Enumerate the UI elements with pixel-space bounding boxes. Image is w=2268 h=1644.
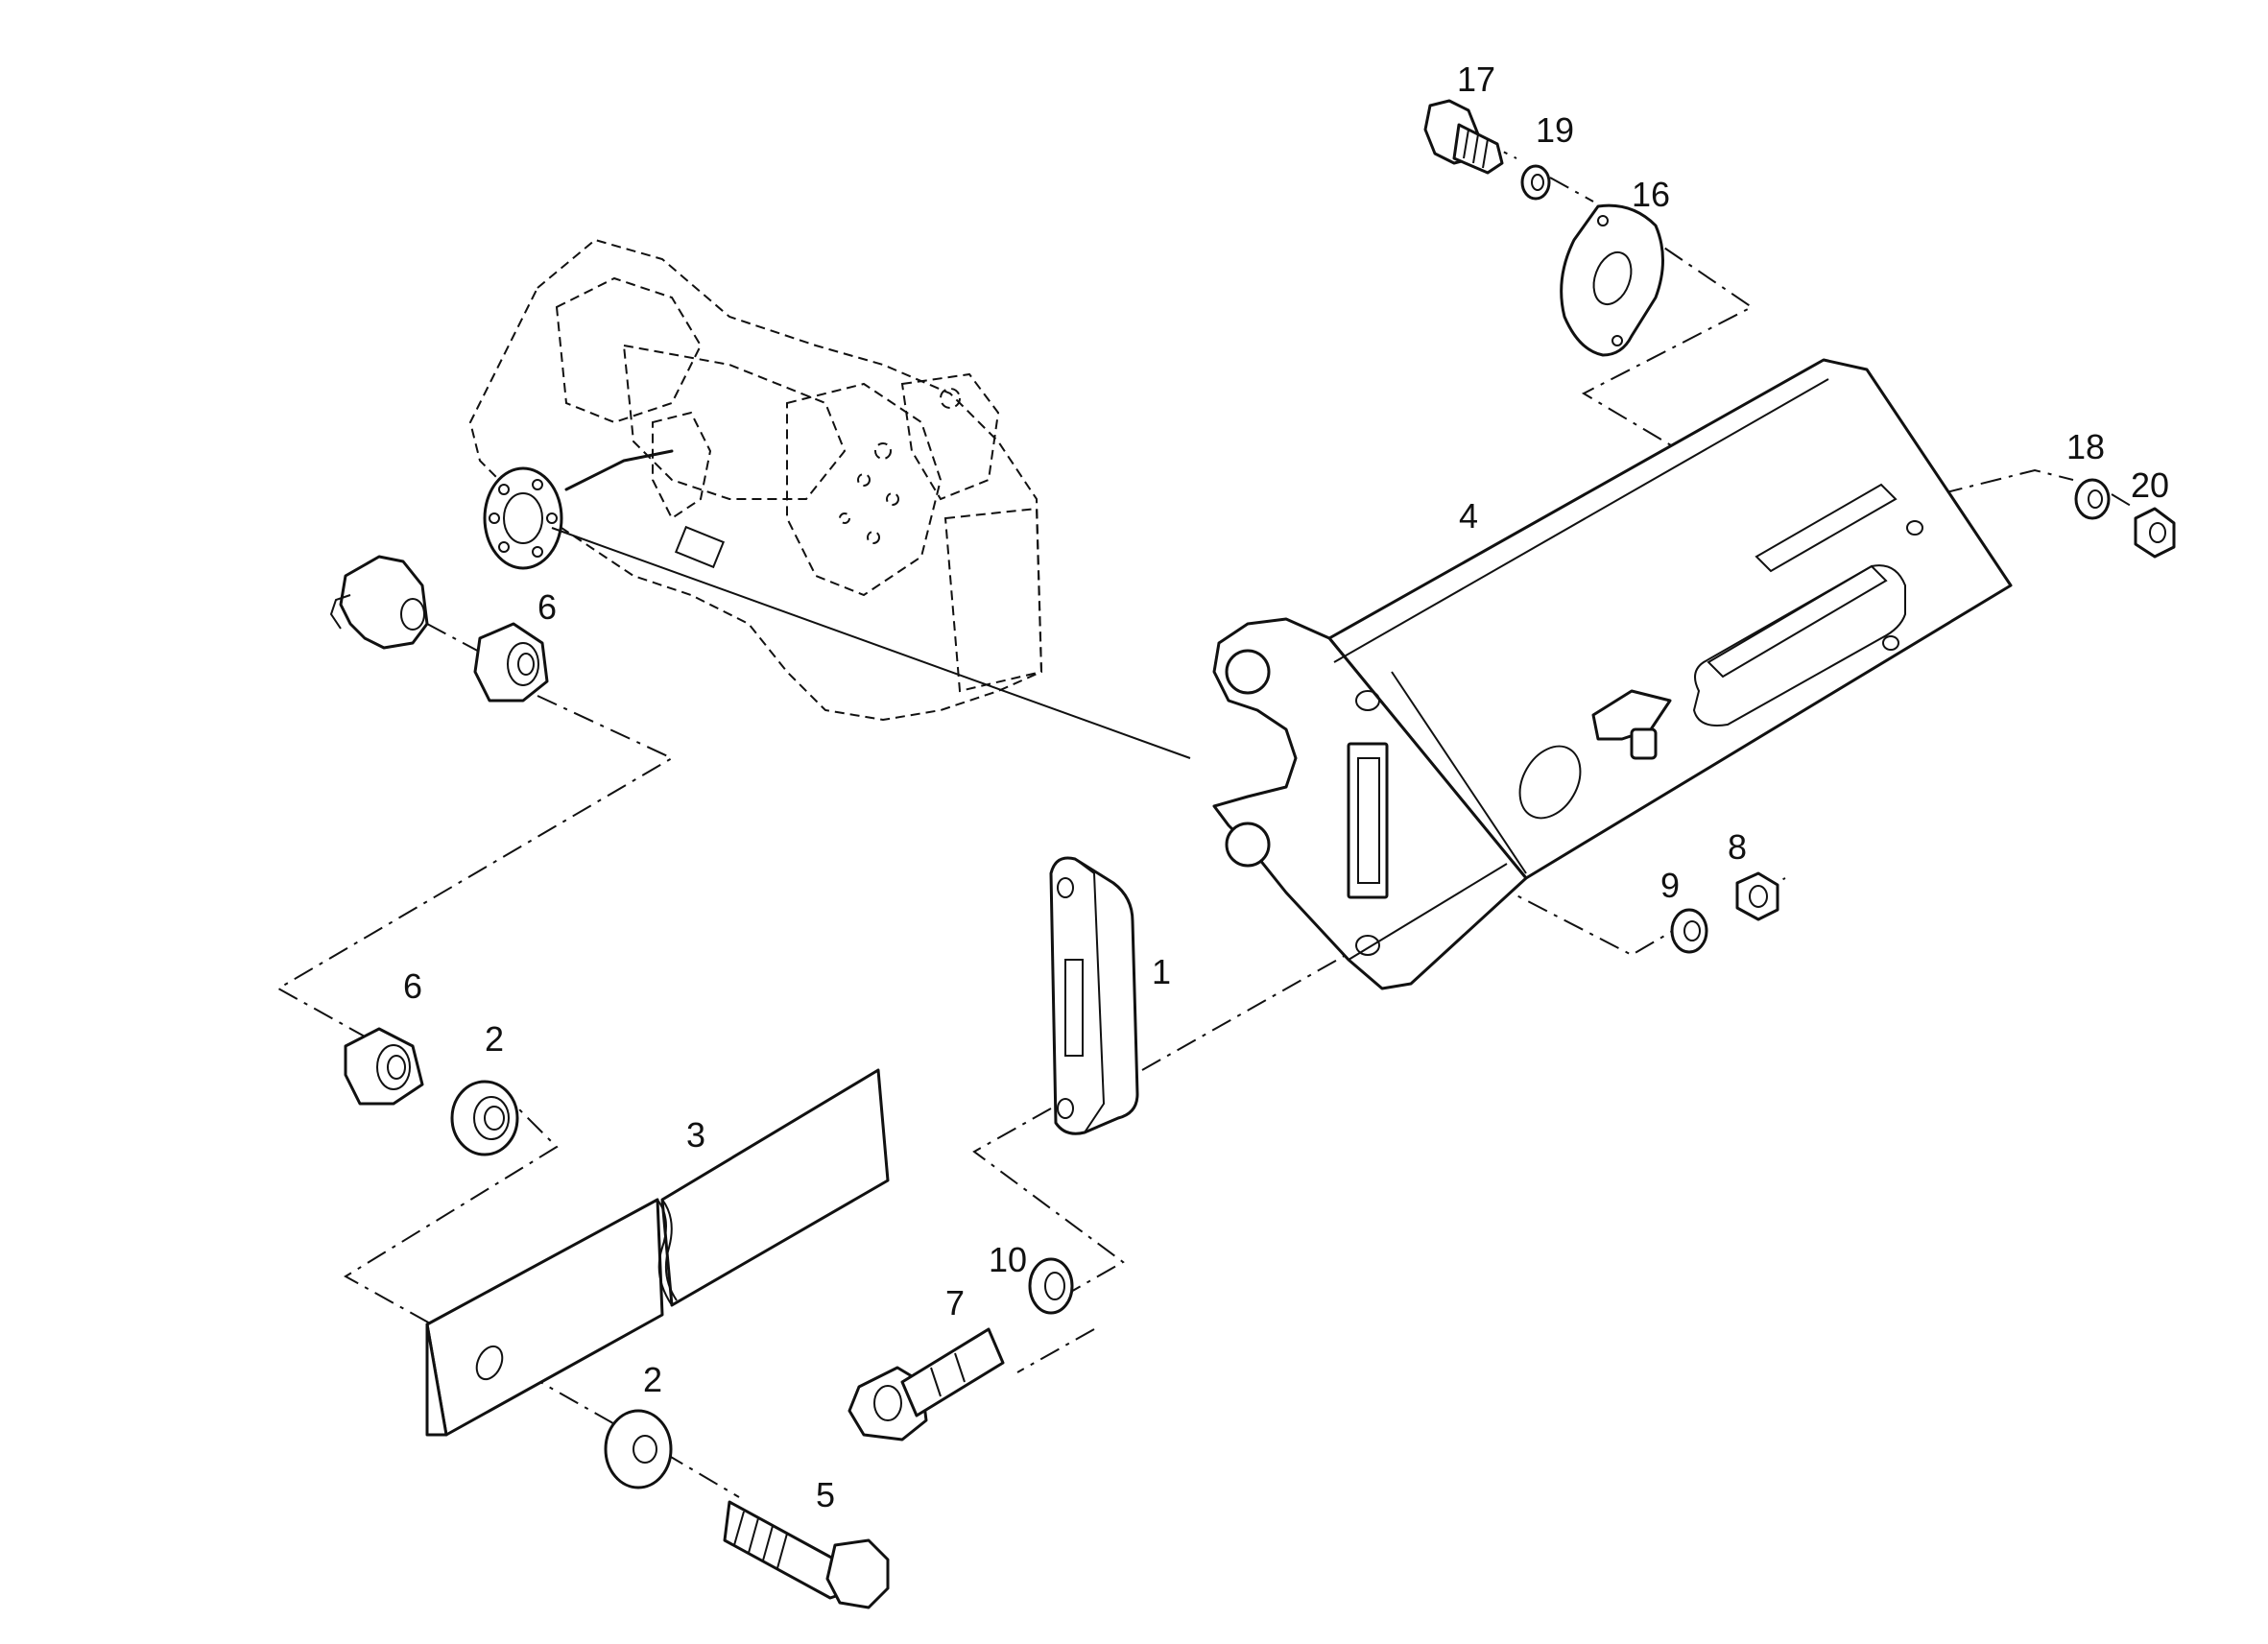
callout-16: 16	[1632, 175, 1670, 214]
part-4-bracket	[1212, 358, 2013, 990]
callout-8: 8	[1728, 827, 1747, 867]
callout-9: 9	[1660, 866, 1680, 905]
part-16-flange-plate	[1560, 203, 1664, 357]
assembly-reference-line	[551, 527, 1191, 759]
part-3-bar	[425, 1068, 890, 1437]
callout-labels: 1 2 2 3 4 5 6 6 7 8 9 10 16 17 18 19 20	[403, 60, 2169, 1514]
part-17-bolt	[1423, 99, 1504, 175]
callout-10: 10	[989, 1240, 1027, 1279]
part-10-washer	[1028, 1257, 1074, 1315]
callout-3: 3	[686, 1115, 705, 1155]
shaft-hub	[483, 449, 674, 570]
callout-2-upper: 2	[485, 1019, 504, 1059]
callout-6-upper: 6	[537, 587, 557, 627]
callout-20: 20	[2131, 465, 2169, 505]
part-8-nut	[1735, 871, 1779, 921]
part-2-washer-upper	[450, 1080, 519, 1156]
part-5-hex-bolt	[723, 1500, 890, 1609]
part-20-nut	[2134, 507, 2176, 559]
part-2-washer-lower	[604, 1409, 673, 1489]
part-7-cap-screw	[848, 1327, 1005, 1441]
part-9-washer	[1670, 908, 1708, 954]
callout-17: 17	[1457, 60, 1495, 99]
callout-19: 19	[1536, 110, 1574, 150]
callout-7: 7	[945, 1283, 965, 1322]
callout-5: 5	[816, 1475, 835, 1514]
background-machine-assembly	[468, 238, 1043, 722]
part-6-nut-upper	[473, 622, 549, 703]
callout-18: 18	[2066, 427, 2105, 466]
callout-6-lower: 6	[403, 966, 422, 1006]
callout-4: 4	[1459, 496, 1478, 536]
part-19-washer	[1520, 164, 1551, 201]
shaft-yoke	[329, 555, 429, 650]
part-1-spacer-block	[1049, 856, 1139, 1135]
part-6-nut-lower	[344, 1027, 424, 1106]
part-18-washer	[2074, 478, 2111, 520]
callout-2-lower: 2	[643, 1360, 662, 1399]
callout-1: 1	[1152, 952, 1171, 991]
